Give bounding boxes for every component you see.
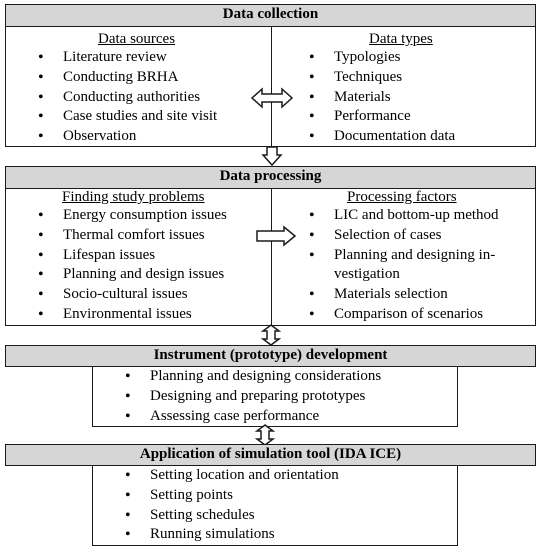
data-types-heading: Data types bbox=[369, 31, 433, 47]
down-arrow-icon bbox=[261, 146, 283, 167]
right-arrow-icon bbox=[256, 225, 297, 247]
list-item: Energy consumption issues bbox=[31, 206, 227, 226]
data-processing-title: Data processing bbox=[219, 168, 322, 184]
list-item: Observation bbox=[31, 127, 217, 147]
list-item-continuation: vestigation bbox=[334, 266, 400, 283]
data-processing-divider bbox=[271, 189, 272, 325]
data-collection-header: Data collection bbox=[5, 4, 536, 27]
list-item: Planning and design issues bbox=[31, 265, 227, 285]
list-item: Comparison of scenarios bbox=[302, 305, 499, 325]
data-types-list: Typologies Techniques Materials Performa… bbox=[302, 48, 455, 147]
double-arrow-vertical-icon bbox=[260, 324, 282, 346]
list-item: Assessing case performance bbox=[118, 407, 381, 427]
data-collection-title: Data collection bbox=[222, 6, 319, 22]
simulation-tool-title: Application of simulation tool (IDA ICE) bbox=[139, 446, 402, 462]
simulation-tool-header: Application of simulation tool (IDA ICE) bbox=[5, 444, 536, 466]
data-sources-heading: Data sources bbox=[98, 31, 176, 47]
data-sources-list: Literature review Conducting BRHA Conduc… bbox=[31, 48, 217, 147]
list-item: Conducting BRHA bbox=[31, 68, 217, 88]
list-item: Materials selection bbox=[302, 285, 499, 305]
list-item: Socio-cultural issues bbox=[31, 285, 227, 305]
data-processing-header: Data processing bbox=[5, 166, 536, 189]
list-item: Setting points bbox=[118, 486, 339, 506]
processing-factors-heading: Processing factors bbox=[347, 189, 457, 205]
data-collection-divider bbox=[271, 27, 272, 146]
list-item: Environmental issues bbox=[31, 305, 227, 325]
list-item: Planning and designing considerations bbox=[118, 367, 381, 387]
list-item: Conducting authorities bbox=[31, 88, 217, 108]
instrument-development-title: Instrument (prototype) development bbox=[153, 347, 388, 363]
list-item: Case studies and site visit bbox=[31, 107, 217, 127]
list-item: Techniques bbox=[302, 68, 455, 88]
list-item: Lifespan issues bbox=[31, 246, 227, 266]
list-item: Designing and preparing prototypes bbox=[118, 387, 381, 407]
instrument-development-header: Instrument (prototype) development bbox=[5, 345, 536, 367]
double-arrow-horizontal-icon bbox=[250, 87, 294, 109]
processing-factors-list: LIC and bottom-up method Selection of ca… bbox=[302, 206, 499, 325]
list-item: Running simulations bbox=[118, 525, 339, 545]
list-item: Planning and designing in- bbox=[302, 246, 499, 266]
list-item: Materials bbox=[302, 88, 455, 108]
double-arrow-vertical-icon bbox=[254, 424, 276, 446]
list-item: Documentation data bbox=[302, 127, 455, 147]
simulation-list: Setting location and orientation Setting… bbox=[118, 466, 339, 545]
list-item: Literature review bbox=[31, 48, 217, 68]
list-item: Selection of cases bbox=[302, 226, 499, 246]
list-item: LIC and bottom-up method bbox=[302, 206, 499, 226]
list-item: Setting location and orientation bbox=[118, 466, 339, 486]
instrument-list: Planning and designing considerations De… bbox=[118, 367, 381, 426]
list-item: Typologies bbox=[302, 48, 455, 68]
list-item: Thermal comfort issues bbox=[31, 226, 227, 246]
finding-study-problems-heading: Finding study problems bbox=[62, 189, 205, 205]
list-item: Setting schedules bbox=[118, 506, 339, 526]
list-item: Performance bbox=[302, 107, 455, 127]
study-problems-list: Energy consumption issues Thermal comfor… bbox=[31, 206, 227, 325]
